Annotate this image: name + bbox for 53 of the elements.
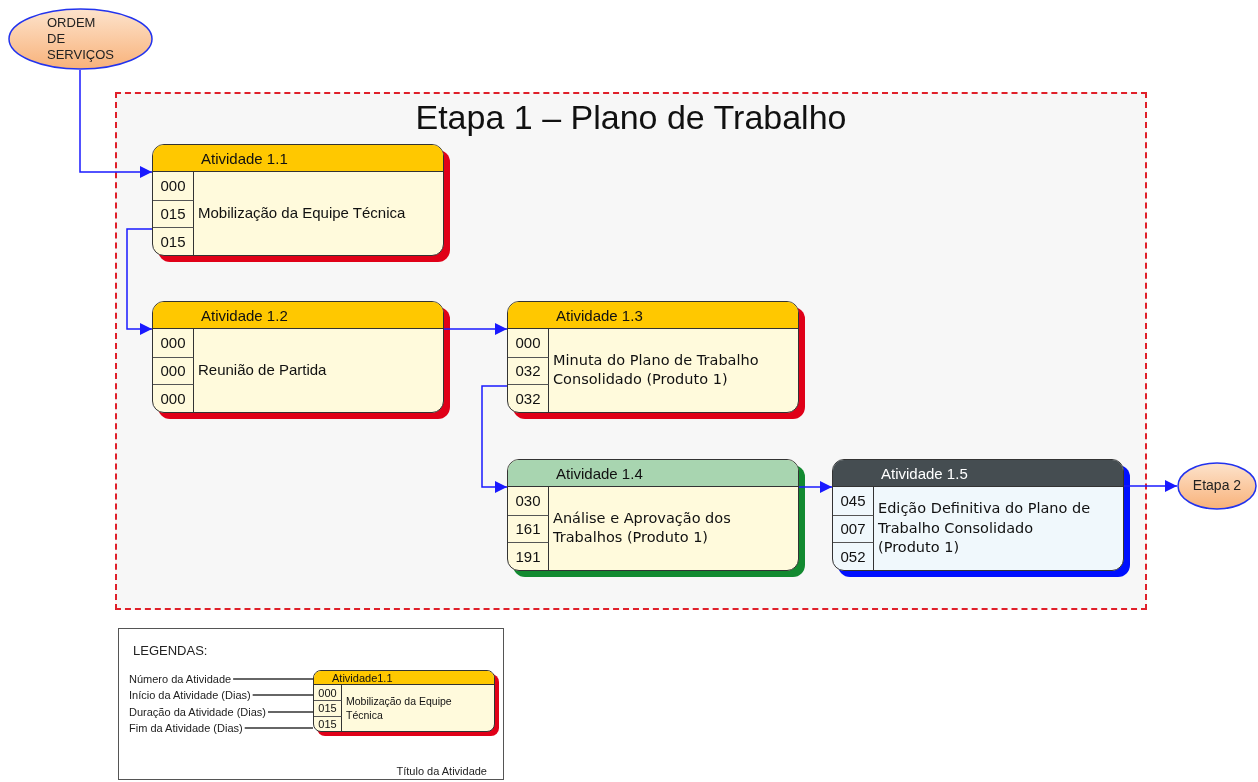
leader-line (232, 678, 314, 680)
activity-title: Edição Definitiva do Plano de Trabalho Consolidado (Produto 1) (877, 499, 1092, 558)
leader-line (252, 694, 314, 696)
arrow (1123, 480, 1178, 492)
day-value: 161 (508, 514, 549, 543)
activity-title: Mobilização da Equipe Técnica (197, 203, 407, 224)
field-label: Número da Atividade (129, 672, 232, 686)
activity-number: Atividade 1.4 (508, 460, 798, 487)
arrow (126, 228, 153, 335)
day-value: 000 (153, 356, 194, 385)
day-value: 030 (508, 487, 549, 515)
arrow (79, 69, 153, 178)
legend-note: Título da Atividade (396, 765, 487, 777)
day-value: 000 (314, 685, 342, 701)
terminal-label: ORDEM DE SERVIÇOS (47, 14, 114, 64)
stage-frame (115, 92, 1147, 610)
legend-heading: LEGENDAS: (133, 643, 208, 658)
day-value: 032 (508, 384, 549, 412)
activity-number: Atividade1.1 (314, 671, 494, 685)
arrow (798, 481, 833, 493)
day-value: 191 (508, 542, 549, 570)
arrow (481, 385, 508, 493)
field-label: Fim da Atividade (Dias) (129, 721, 243, 735)
stage-title: Etapa 1 – Plano de Trabalho (415, 98, 847, 137)
activity-number: Atividade 1.1 (153, 145, 443, 172)
day-value: 000 (508, 329, 549, 357)
day-value: 000 (153, 384, 194, 412)
terminal-label: Etapa 2 (1192, 477, 1242, 495)
field-label: Início da Atividade (Dias) (129, 688, 251, 702)
day-value: 015 (314, 715, 342, 731)
activity-title: Minuta do Plano de Trabalho Consolidado (Produto 1) (552, 350, 760, 390)
day-value: 000 (153, 172, 194, 200)
activity-number: Atividade 1.5 (833, 460, 1123, 487)
activity-title: Análise e Aprovação dos Trabalhos (Produto 1) (552, 508, 732, 548)
terminal-ellipse (8, 8, 153, 70)
day-value: 015 (314, 700, 342, 716)
arrow (443, 323, 508, 335)
leader-line (244, 727, 314, 729)
activity-number: Atividade 1.3 (508, 302, 798, 329)
day-value: 007 (833, 514, 874, 543)
day-value: 015 (153, 227, 194, 255)
day-value: 052 (833, 542, 874, 570)
day-value: 015 (153, 199, 194, 228)
activity-title: Reunião de Partida (197, 360, 328, 381)
activity-title: Mobilização da Equipe Técnica (345, 693, 453, 723)
terminal-ellipse (1177, 462, 1257, 510)
activity-number: Atividade 1.2 (153, 302, 443, 329)
legend-panel (118, 628, 504, 780)
day-value: 045 (833, 487, 874, 515)
leader-line (267, 711, 314, 713)
day-value: 032 (508, 356, 549, 385)
day-value: 000 (153, 329, 194, 357)
field-label: Duração da Atividade (Dias) (129, 705, 266, 719)
